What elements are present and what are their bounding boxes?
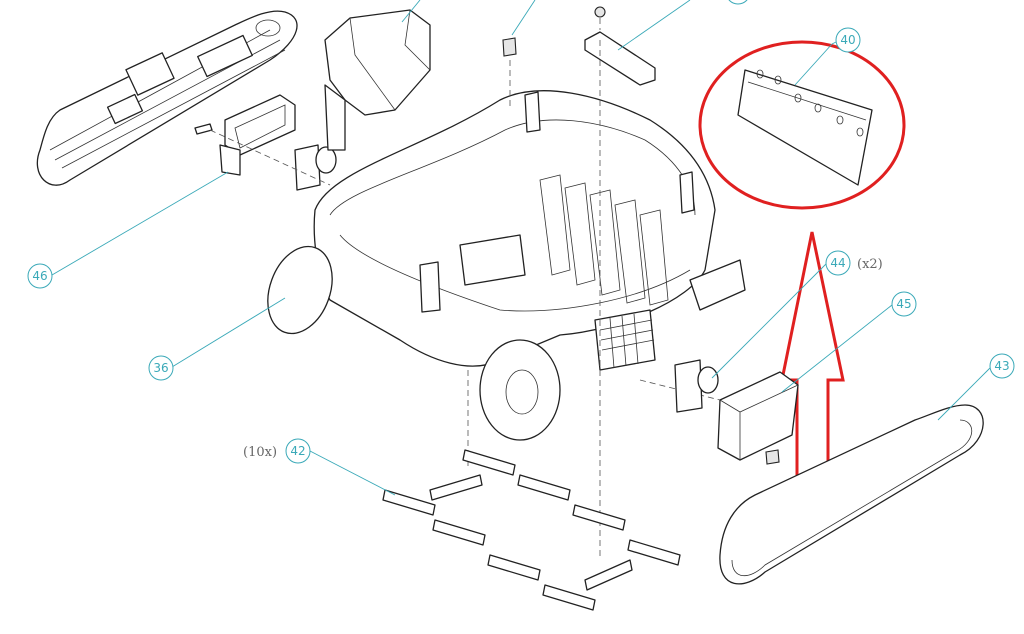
- part-40-cover: [737, 69, 873, 186]
- callout-40-label: 40: [840, 33, 855, 47]
- quantity-44: (x2): [857, 257, 883, 272]
- callout-42-label: 42: [290, 444, 305, 458]
- callout-45: 45: [781, 291, 917, 393]
- part-44-clip: [674, 359, 719, 413]
- motor-block: [324, 9, 431, 151]
- callout-40: 40: [794, 27, 861, 86]
- quantity-42: (10x): [243, 445, 277, 460]
- callout-44-label: 44: [830, 256, 845, 270]
- partial-callouts-top: [401, 0, 748, 51]
- part-36-disc: [267, 245, 333, 335]
- callout-44: 44 (x2): [711, 250, 883, 379]
- part-45-controller: [717, 371, 799, 465]
- top-bar: [584, 6, 656, 86]
- callout-42: 42 (10x): [243, 438, 396, 496]
- callout-43-label: 43: [994, 359, 1009, 373]
- callout-43: 43: [937, 353, 1015, 421]
- left-side-panel: [36, 10, 298, 186]
- top-screw: [502, 37, 517, 57]
- chassis-body: [277, 90, 746, 441]
- clip-part: [294, 144, 337, 191]
- part-43-side-panel: [719, 404, 984, 585]
- callout-36: 36: [148, 297, 286, 381]
- highlight-ellipse: [698, 40, 906, 210]
- callout-45-label: 45: [896, 297, 911, 311]
- part-42-strips: [382, 449, 681, 611]
- callout-36-label: 36: [153, 361, 168, 375]
- bracket-46: [194, 94, 296, 176]
- callout-46-label: 46: [32, 269, 47, 283]
- callout-46: 46: [27, 171, 229, 289]
